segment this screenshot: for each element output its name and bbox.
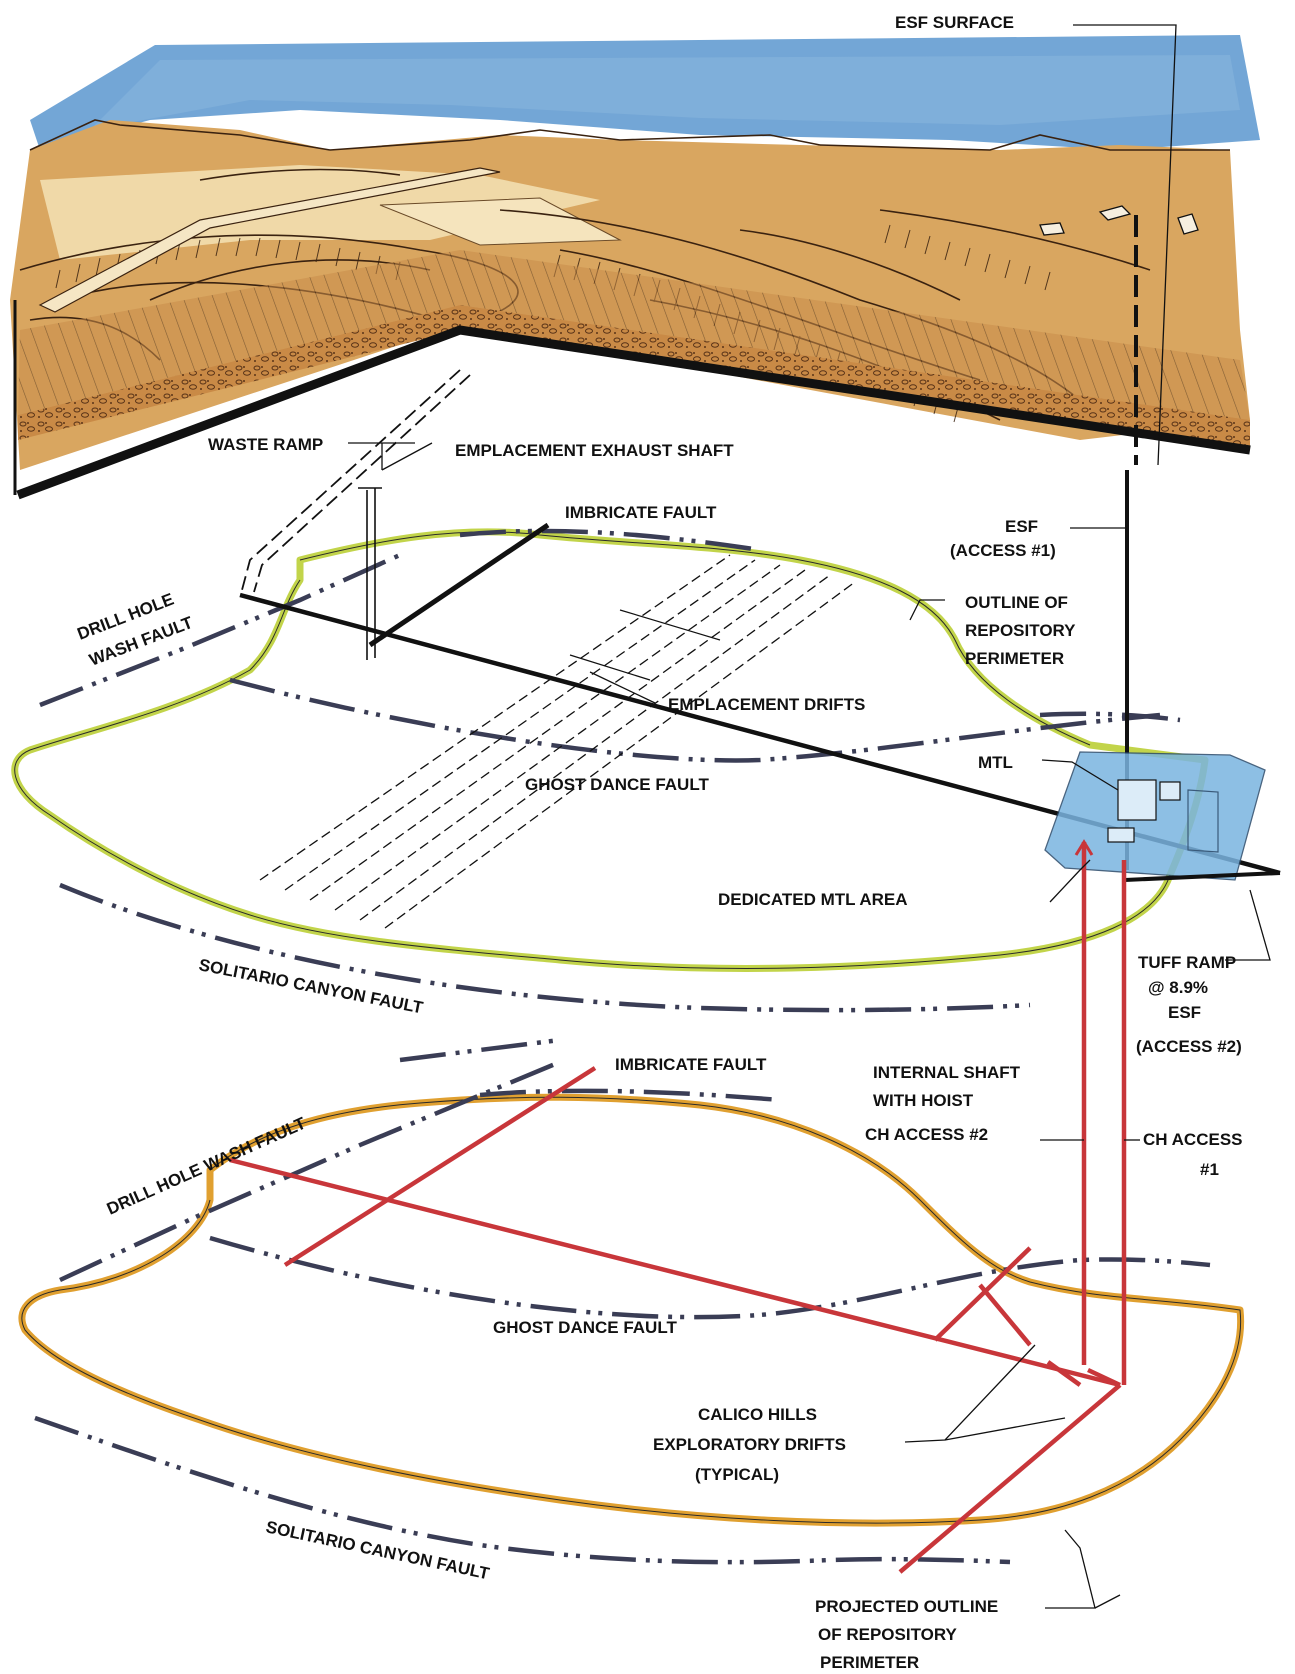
label-mtl: MTL <box>978 753 1013 772</box>
label-ghost-dance-upper: GHOST DANCE FAULT <box>525 775 709 794</box>
label-esf-access1-line1: ESF <box>1005 517 1038 536</box>
label-ghost-dance-lower: GHOST DANCE FAULT <box>493 1318 677 1337</box>
lower-repository-level <box>22 842 1241 1572</box>
label-ch-access1-line1: CH ACCESS <box>1143 1130 1243 1149</box>
emplacement-drifts <box>260 555 855 928</box>
label-dedicated-mtl-area: DEDICATED MTL AREA <box>718 890 908 909</box>
label-tuff-ramp-line1: TUFF RAMP <box>1138 953 1236 972</box>
emplacement-drift-tick <box>570 610 720 680</box>
label-internal-shaft-line3: CH ACCESS #2 <box>865 1125 988 1144</box>
label-outline-upper-line3: PERIMETER <box>965 649 1064 668</box>
label-outline-upper-line1: OUTLINE OF <box>965 593 1068 612</box>
label-waste-ramp: WASTE RAMP <box>208 435 323 454</box>
label-internal-shaft-line1: INTERNAL SHAFT <box>873 1063 1021 1082</box>
ch-north-drift <box>285 1068 595 1265</box>
label-imbricate-fault-upper: IMBRICATE FAULT <box>565 503 717 522</box>
label-projected-line3: PERIMETER <box>820 1653 919 1672</box>
label-calico-line1: CALICO HILLS <box>698 1405 817 1424</box>
emplacement-exhaust-shaft <box>367 488 375 660</box>
ghost-dance-fault-upper-line <box>230 680 1160 760</box>
label-esf-access1-line2: (ACCESS #1) <box>950 541 1056 560</box>
label-internal-shaft-line2: WITH HOIST <box>873 1091 974 1110</box>
label-tuff-ramp-line3: ESF <box>1168 1003 1201 1022</box>
label-projected-line2: OF REPOSITORY <box>818 1625 958 1644</box>
label-calico-line2: EXPLORATORY DRIFTS <box>653 1435 846 1454</box>
label-solitario-upper: SOLITARIO CANYON FAULT <box>197 955 425 1017</box>
label-esf-surface: ESF SURFACE <box>895 13 1014 32</box>
solitario-canyon-fault-lower-line <box>35 1418 1010 1562</box>
surface-terrain-block <box>10 35 1260 495</box>
label-tuff-ramp-line2: @ 8.9% <box>1148 978 1208 997</box>
label-ch-access1-line2: #1 <box>1200 1160 1219 1179</box>
label-projected-line1: PROJECTED OUTLINE <box>815 1597 998 1616</box>
label-outline-upper-line2: REPOSITORY <box>965 621 1076 640</box>
ch-east-drift-2 <box>980 1285 1030 1345</box>
ch-south-drift <box>900 1385 1120 1572</box>
ch-main-drift <box>230 1160 1120 1385</box>
ghost-dance-fault-lower-line <box>210 1238 1210 1317</box>
label-calico-line3: (TYPICAL) <box>695 1465 779 1484</box>
label-emplacement-exhaust-shaft: EMPLACEMENT EXHAUST SHAFT <box>455 441 734 460</box>
lower-fault-lines <box>35 1040 1210 1562</box>
label-emplacement-drifts: EMPLACEMENT DRIFTS <box>668 695 865 714</box>
label-imbricate-fault-lower: IMBRICATE FAULT <box>615 1055 767 1074</box>
label-tuff-ramp-line4: (ACCESS #2) <box>1136 1037 1242 1056</box>
